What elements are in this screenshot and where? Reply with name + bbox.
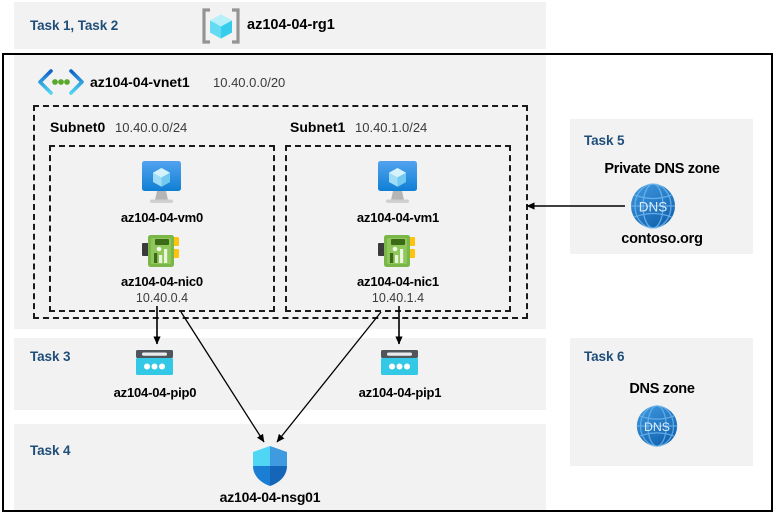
nic1-label: az104-04-nic1 <box>357 274 439 289</box>
subnet1-box <box>285 145 511 312</box>
private-dns-zone-name: contoso.org <box>621 231 703 247</box>
dns-icon-text: DNS <box>639 200 668 215</box>
task-label-5: Task 5 <box>584 133 625 148</box>
nic0-ip: 10.40.0.4 <box>135 291 189 305</box>
dns-globe-icon: DNS <box>635 404 679 448</box>
task-label-4: Task 4 <box>30 443 71 458</box>
task-label-3: Task 3 <box>30 349 71 364</box>
nsg-label: az104-04-nsg01 <box>219 489 321 505</box>
subnet0-name: Subnet0 <box>50 119 106 135</box>
subnet1-cidr: 10.40.1.0/24 <box>355 120 428 135</box>
public-ip-address-icon <box>378 348 421 378</box>
vnet-address-space: 10.40.0.0/20 <box>213 75 286 90</box>
network-security-group-shield-icon <box>251 445 289 487</box>
virtual-network-icon <box>36 68 86 96</box>
dns-zone-title: DNS zone <box>629 381 695 397</box>
dns-icon-text: DNS <box>644 420 670 434</box>
resource-group-icon <box>200 6 242 46</box>
resource-group-header-panel <box>14 2 546 49</box>
resource-group-name: az104-04-rg1 <box>247 17 335 33</box>
diagram-outer-frame <box>2 53 773 512</box>
virtual-machine-icon <box>134 158 189 206</box>
nic0-label: az104-04-nic0 <box>121 274 203 289</box>
virtual-machine-icon <box>370 158 425 206</box>
network-interface-icon <box>139 231 183 271</box>
virtual-network-panel <box>14 55 546 329</box>
pip0-label: az104-04-pip0 <box>113 385 197 400</box>
dns-globe-icon: DNS <box>629 182 677 230</box>
vnet-name: az104-04-vnet1 <box>90 74 190 90</box>
task-label-1-2: Task 1, Task 2 <box>30 18 119 33</box>
nic1-ip: 10.40.1.4 <box>371 291 425 305</box>
task-label-6: Task 6 <box>584 349 625 364</box>
pip1-label: az104-04-pip1 <box>358 385 442 400</box>
subnet1-name: Subnet1 <box>290 119 346 135</box>
subnet0-box <box>49 145 275 312</box>
private-dns-zone-title: Private DNS zone <box>604 161 720 177</box>
public-ip-address-icon <box>133 348 176 378</box>
subnet0-cidr: 10.40.0.0/24 <box>115 120 188 135</box>
network-interface-icon <box>375 231 419 271</box>
vm0-label: az104-04-vm0 <box>120 210 204 225</box>
vm1-label: az104-04-vm1 <box>356 210 440 225</box>
